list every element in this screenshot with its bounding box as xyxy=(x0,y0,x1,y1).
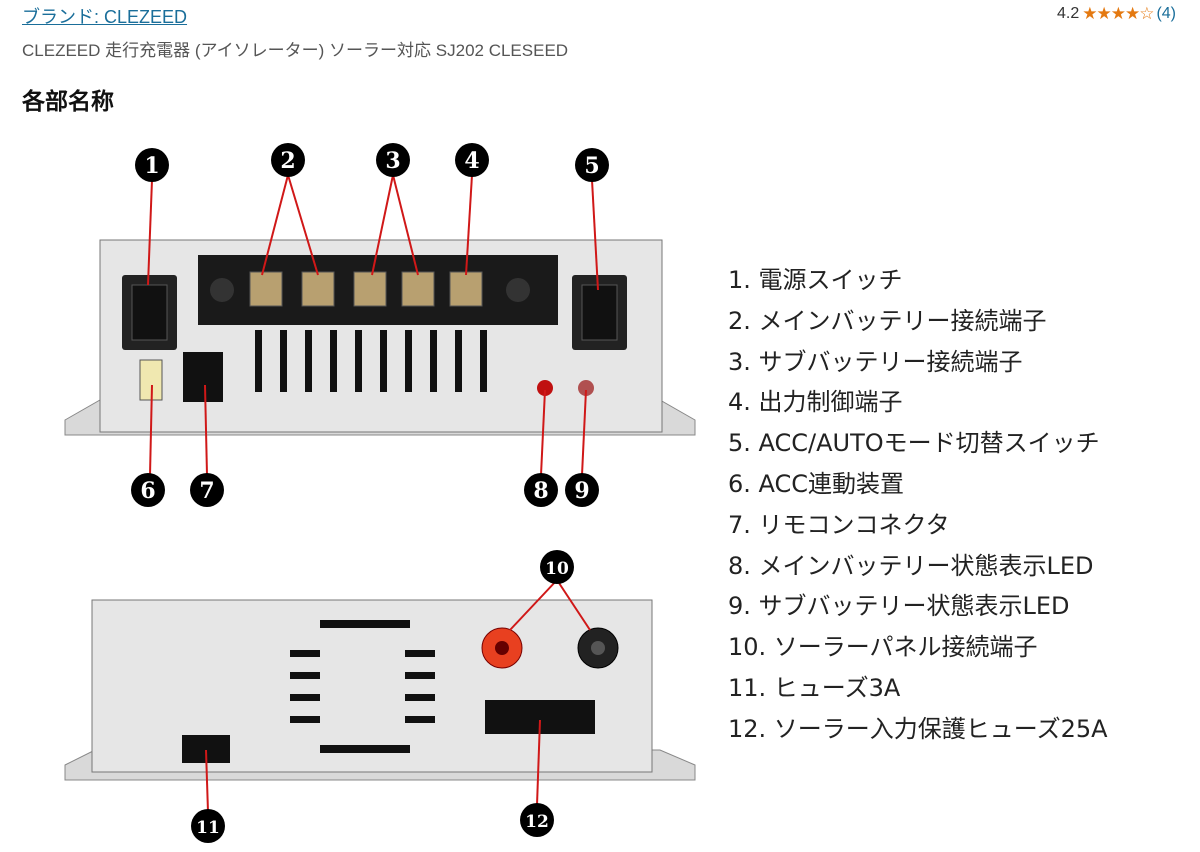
part-item: 1. 電源スイッチ xyxy=(728,266,903,294)
rating-summary[interactable]: 4.2 ★★★★☆ (4) xyxy=(1057,4,1176,24)
badge-8: 8 xyxy=(524,473,558,507)
star-rating-icon: ★★★★☆ xyxy=(1082,4,1154,23)
badge-7: 7 xyxy=(190,473,224,507)
part-item: 6. ACC連動装置 xyxy=(728,469,905,498)
part-item: 5. ACC/AUTOモード切替スイッチ xyxy=(728,429,1100,458)
pointer-lines xyxy=(147,174,599,813)
part-item: 12. ソーラー入力保護ヒューズ25A xyxy=(728,714,1108,743)
svg-text:12: 12 xyxy=(525,812,549,832)
svg-text:3: 3 xyxy=(385,148,400,174)
part-item: 3. サブバッテリー接続端子 xyxy=(728,347,1023,376)
badge-6: 6 xyxy=(131,473,165,507)
image-heading: 各部名称 xyxy=(22,89,114,115)
brand-link[interactable]: ブランド: CLEZEED xyxy=(22,7,188,27)
rear-panel-device xyxy=(64,599,696,781)
part-item: 10. ソーラーパネル接続端子 xyxy=(728,633,1038,662)
part-item: 11. ヒューズ3A xyxy=(728,673,901,702)
part-item: 7. リモコンコネクタ xyxy=(728,510,950,539)
parts-list: 1. 電源スイッチ 2. メインバッテリー接続端子 3. サブバッテリー接続端子… xyxy=(728,260,1108,750)
badge-1: 1 xyxy=(135,148,169,182)
badge-3: 3 xyxy=(376,143,410,177)
rating-value: 4.2 xyxy=(1056,5,1080,22)
svg-text:9: 9 xyxy=(574,478,589,504)
svg-text:4: 4 xyxy=(464,148,479,174)
svg-text:10: 10 xyxy=(545,559,569,579)
svg-text:2: 2 xyxy=(280,148,295,174)
part-item: 2. メインバッテリー接続端子 xyxy=(728,306,1047,335)
svg-text:1: 1 xyxy=(144,153,159,179)
badge-5: 5 xyxy=(575,148,609,182)
svg-text:8: 8 xyxy=(533,478,548,504)
part-item: 9. サブバッテリー状態表示LED xyxy=(728,592,1070,621)
review-count-link[interactable]: (4) xyxy=(1156,5,1176,22)
svg-text:5: 5 xyxy=(584,153,599,179)
badge-12: 12 xyxy=(520,803,554,837)
svg-text:11: 11 xyxy=(196,818,220,838)
front-panel-device xyxy=(64,239,696,436)
svg-text:6: 6 xyxy=(140,478,155,504)
product-title: CLEZEED 走行充電器 (アイソレーター) ソーラー対応 SJ202 CLE… xyxy=(22,41,569,60)
badge-11: 11 xyxy=(191,809,225,843)
badge-10: 10 xyxy=(540,550,574,584)
part-item: 8. メインバッテリー状態表示LED xyxy=(728,551,1094,580)
badge-9: 9 xyxy=(565,473,599,507)
badge-4: 4 xyxy=(455,143,489,177)
part-item: 4. 出力制御端子 xyxy=(728,388,903,417)
svg-text:7: 7 xyxy=(199,478,214,504)
badge-2: 2 xyxy=(271,143,305,177)
